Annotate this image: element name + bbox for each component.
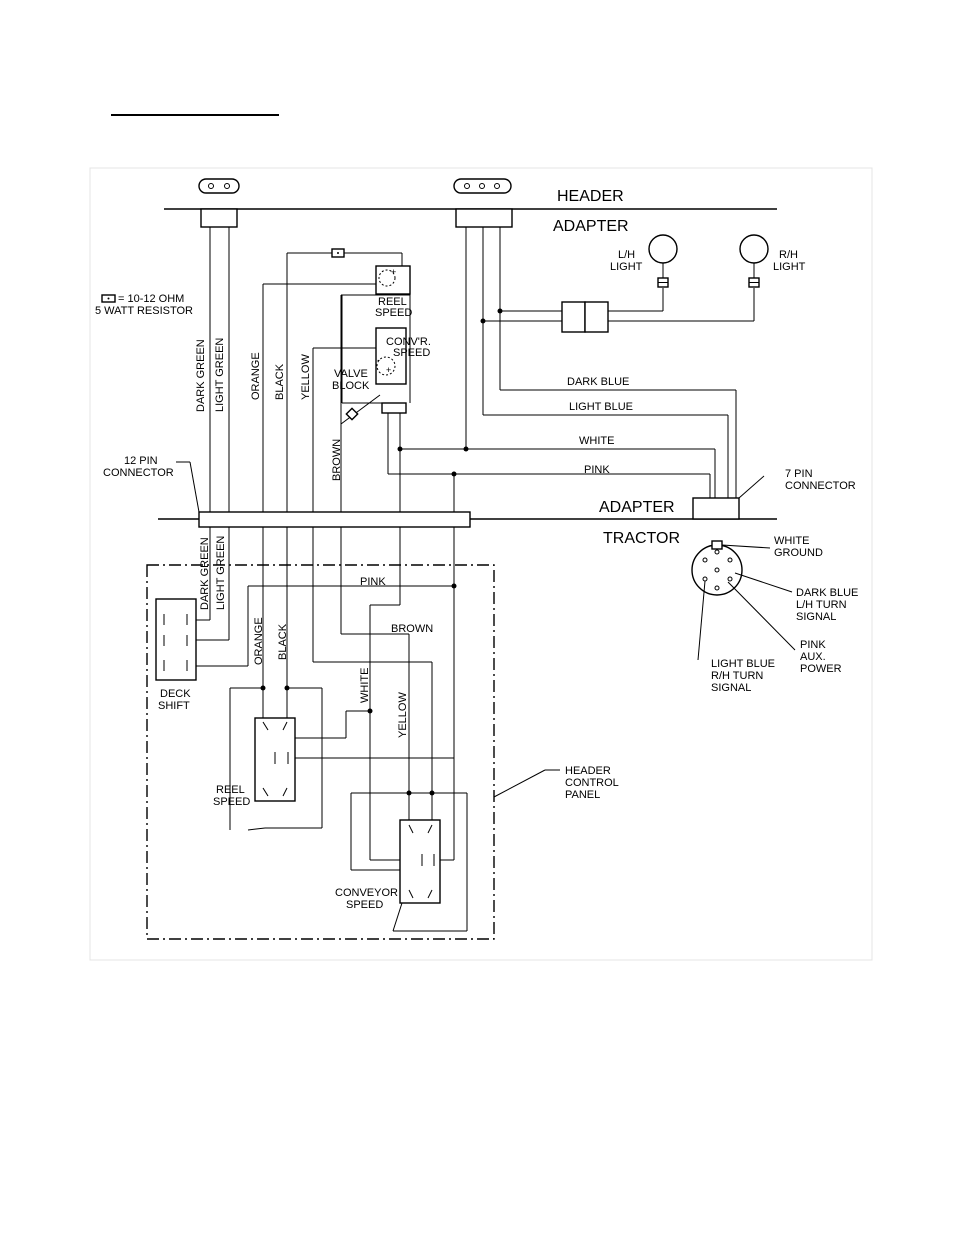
svg-text:+: + bbox=[391, 267, 396, 277]
reel-speed-switch-label: REEL bbox=[216, 784, 245, 796]
deck-shift-label-2: SHIFT bbox=[158, 700, 190, 712]
light-green-wire-label-lower: LIGHT GREEN bbox=[215, 536, 227, 610]
adapter-top-label: ADAPTER bbox=[553, 218, 629, 235]
tractor-label: TRACTOR bbox=[603, 530, 680, 547]
dark-blue-lh-label: DARK BLUE bbox=[796, 587, 858, 599]
dark-green-wire-label-lower: DARK GREEN bbox=[199, 537, 211, 610]
twelve-pin-connector bbox=[198, 511, 471, 528]
lh-light bbox=[648, 234, 678, 288]
conveyor-speed-switch bbox=[399, 819, 441, 904]
black-wire-label: BLACK bbox=[274, 363, 286, 400]
pink-aux-label: PINK bbox=[800, 639, 826, 651]
conv-speed-valve-label: CONV'R. bbox=[386, 336, 431, 348]
brown-wire-label-lower: BROWN bbox=[391, 623, 433, 635]
rh-light-label: R/H bbox=[779, 249, 798, 261]
dark-green-wire-label: DARK GREEN bbox=[195, 339, 207, 412]
yellow-wire-label: YELLOW bbox=[300, 354, 312, 400]
twelve-pin-label: 12 PIN bbox=[124, 455, 158, 467]
pink-aux-label-3: POWER bbox=[800, 663, 842, 675]
orange-wire-label-lower: ORANGE bbox=[253, 617, 265, 665]
conv-speed-valve-label-2: SPEED bbox=[393, 347, 430, 359]
lh-light-label: L/H bbox=[618, 249, 635, 261]
white-wire-label: WHITE bbox=[579, 435, 614, 447]
dark-blue-wire-label: DARK BLUE bbox=[567, 376, 629, 388]
green-wires bbox=[209, 227, 230, 512]
center-plug-connector bbox=[453, 178, 513, 228]
seven-pin-connector bbox=[692, 497, 740, 520]
header-control-panel-label-2: CONTROL bbox=[565, 777, 619, 789]
white-ground-label-2: GROUND bbox=[774, 547, 823, 559]
yellow-wire-label-lower: YELLOW bbox=[397, 692, 409, 738]
light-blue-wire-label: LIGHT BLUE bbox=[569, 401, 633, 413]
dark-blue-lh-label-3: SIGNAL bbox=[796, 611, 836, 623]
svg-text:+: + bbox=[386, 365, 391, 375]
panel-wires bbox=[196, 527, 468, 932]
light-blue-rh-label: LIGHT BLUE bbox=[711, 658, 775, 670]
header-control-panel-boundary bbox=[146, 564, 495, 940]
orange-wire-label: ORANGE bbox=[250, 352, 262, 400]
pink-wire-label: PINK bbox=[584, 464, 610, 476]
rh-light-label-2: LIGHT bbox=[773, 261, 806, 273]
valve-block-label: VALVE bbox=[334, 368, 368, 380]
brown-wire-label: BROWN bbox=[331, 439, 343, 481]
resistor-symbol bbox=[331, 248, 345, 258]
deck-shift-label: DECK bbox=[160, 688, 191, 700]
white-wire-label-lower: WHITE bbox=[359, 668, 371, 703]
conveyor-speed-label: CONVEYOR bbox=[335, 887, 398, 899]
reel-speed-valve-label-2: SPEED bbox=[375, 307, 412, 319]
light-green-wire-label: LIGHT GREEN bbox=[214, 338, 226, 412]
light-circuit-wires bbox=[463, 227, 755, 498]
reel-speed-switch bbox=[254, 717, 296, 802]
valve-output-wires bbox=[387, 413, 715, 512]
resistor-legend: = 10-12 OHM 5 WATT RESISTOR bbox=[95, 293, 193, 317]
seven-pin-label: 7 PIN bbox=[785, 468, 813, 480]
svg-text:= 10-12 OHM: = 10-12 OHM bbox=[118, 293, 184, 305]
deck-shift-switch bbox=[155, 598, 197, 681]
rh-light bbox=[739, 234, 769, 288]
conveyor-speed-label-2: SPEED bbox=[346, 899, 383, 911]
pink-wire-label-lower: PINK bbox=[360, 576, 386, 588]
black-wire-label-lower: BLACK bbox=[277, 623, 289, 660]
diode-symbol bbox=[340, 394, 381, 425]
left-plug-connector bbox=[198, 178, 240, 228]
reel-speed-switch-label-2: SPEED bbox=[213, 796, 250, 808]
valve-block-label-2: BLOCK bbox=[332, 380, 370, 392]
header-label: HEADER bbox=[557, 188, 624, 205]
svg-text:-: - bbox=[377, 355, 380, 365]
reel-speed-valve-label: REEL bbox=[378, 296, 407, 308]
adapter-bottom-label: ADAPTER bbox=[599, 499, 675, 516]
light-blue-rh-label-2: R/H TURN bbox=[711, 670, 763, 682]
svg-text:5 WATT RESISTOR: 5 WATT RESISTOR bbox=[95, 305, 193, 317]
light-blue-rh-label-3: SIGNAL bbox=[711, 682, 751, 694]
dark-blue-lh-label-2: L/H TURN bbox=[796, 599, 847, 611]
header-control-panel-label-3: PANEL bbox=[565, 789, 600, 801]
lh-light-label-2: LIGHT bbox=[610, 261, 643, 273]
pink-aux-label-2: AUX. bbox=[800, 651, 826, 663]
seven-pin-label-2: CONNECTOR bbox=[785, 480, 856, 492]
seven-pin-socket bbox=[691, 540, 796, 661]
header-control-panel-label: HEADER bbox=[565, 765, 611, 777]
white-ground-label: WHITE bbox=[774, 535, 809, 547]
twelve-pin-label-2: CONNECTOR bbox=[103, 467, 174, 479]
valve-block: + + - bbox=[341, 265, 411, 414]
